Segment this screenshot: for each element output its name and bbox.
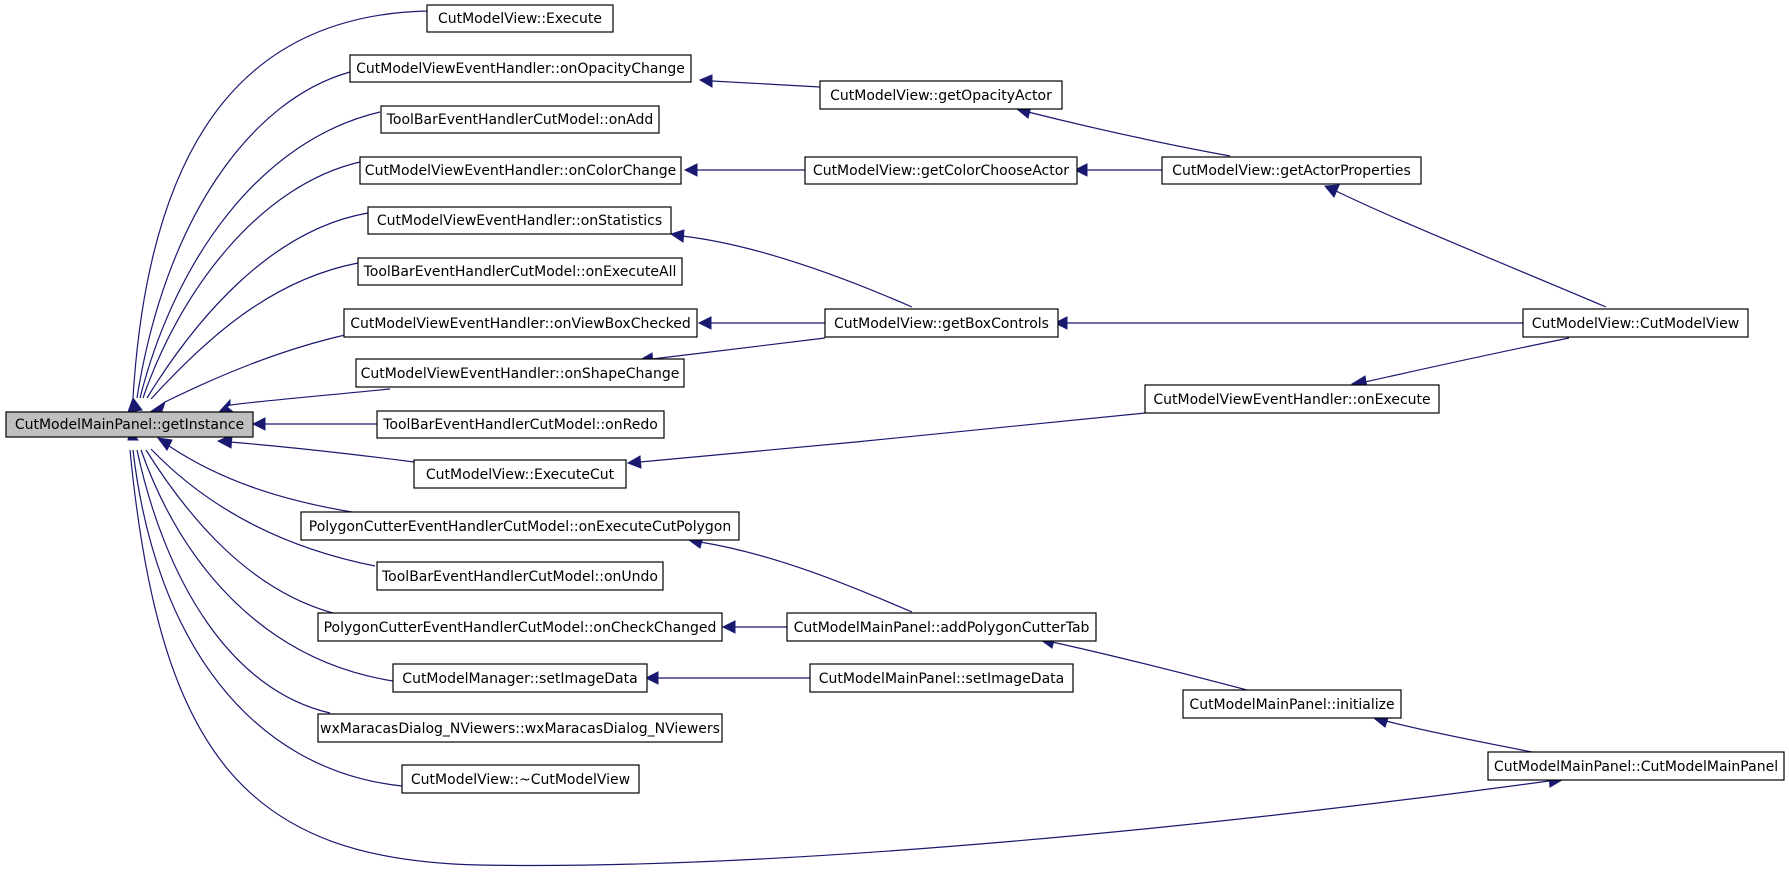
node-label: CutModelView::~CutModelView <box>411 772 630 788</box>
edge-oncheckchanged-to-getinstance <box>145 449 334 614</box>
node-getactorproperties[interactable]: CutModelView::getActorProperties <box>1161 156 1422 185</box>
node-label: CutModelViewEventHandler::onColorChange <box>365 163 676 179</box>
edge-oncolorchange-to-getinstance <box>142 161 361 399</box>
node-oncheckchanged[interactable]: PolygonCutterEventHandlerCutModel::onChe… <box>317 612 723 642</box>
node-panelsetimagedata[interactable]: CutModelMainPanel::setImageData <box>809 663 1074 693</box>
call-graph-nodes: CutModelMainPanel::getInstance CutModelV… <box>5 4 1785 794</box>
edge-onexecutecutpolygon-to-getinstance <box>168 445 353 513</box>
node-label: CutModelViewEventHandler::onOpacityChang… <box>356 61 685 77</box>
node-label: CutModelMainPanel::initialize <box>1189 697 1394 713</box>
node-onshapechange[interactable]: CutModelViewEventHandler::onShapeChange <box>355 358 685 388</box>
edge-initialize-to-addpolygoncuttertab <box>1051 641 1248 691</box>
arrowhead <box>156 437 173 451</box>
edge-mgrsetimagedata-to-getinstance <box>140 449 394 682</box>
edge-cutmodelmainpanel-to-initialize <box>1385 720 1533 753</box>
node-label: wxMaracasDialog_NViewers::wxMaracasDialo… <box>320 721 720 737</box>
node-label: CutModelManager::setImageData <box>402 671 637 687</box>
node-cutmodelmainpanel-constructor[interactable]: CutModelMainPanel::CutModelMainPanel <box>1487 751 1785 781</box>
arrowhead <box>626 455 642 469</box>
arrowhead <box>698 74 713 88</box>
node-label: CutModelView::getOpacityActor <box>830 88 1052 104</box>
node-onundo[interactable]: ToolBarEventHandlerCutModel::onUndo <box>376 561 664 591</box>
arrowhead <box>251 417 266 431</box>
node-label: CutModelViewEventHandler::onStatistics <box>377 213 662 229</box>
node-label: ToolBarEventHandlerCutModel::onExecuteAl… <box>363 264 677 280</box>
edge-executecut-to-getinstance <box>229 441 415 463</box>
arrowhead <box>721 620 736 634</box>
node-onviewboxchecked[interactable]: CutModelViewEventHandler::onViewBoxCheck… <box>343 308 698 338</box>
node-executecut[interactable]: CutModelView::ExecuteCut <box>413 459 627 489</box>
node-cutmodelview-constructor[interactable]: CutModelView::CutModelView <box>1522 308 1749 338</box>
node-onexecuteall[interactable]: ToolBarEventHandlerCutModel::onExecuteAl… <box>357 257 683 286</box>
edge-destructor-to-getinstance <box>132 449 403 787</box>
edge-cutmodelview-to-getactorproperties <box>1335 190 1607 308</box>
node-label: CutModelMainPanel::setImageData <box>819 671 1064 687</box>
node-onstatistics[interactable]: CutModelViewEventHandler::onStatistics <box>367 206 672 235</box>
edge-getboxcontrols-to-onstatistics <box>681 235 913 308</box>
node-label: PolygonCutterEventHandlerCutModel::onChe… <box>324 620 717 636</box>
arrowhead <box>683 163 698 177</box>
arrowhead <box>1324 184 1340 198</box>
node-label: CutModelView::ExecuteCut <box>426 467 615 483</box>
node-label: CutModelView::getBoxControls <box>834 316 1049 332</box>
node-destructor[interactable]: CutModelView::~CutModelView <box>401 764 640 794</box>
edge-onexecuteall-to-getinstance <box>150 262 359 400</box>
node-label: ToolBarEventHandlerCutModel::onUndo <box>381 569 658 585</box>
node-label: CutModelView::getActorProperties <box>1172 163 1411 179</box>
node-getcolorchooseactor[interactable]: CutModelView::getColorChooseActor <box>804 156 1078 185</box>
arrowhead <box>216 434 233 449</box>
arrowhead <box>1053 316 1068 330</box>
node-root-getinstance[interactable]: CutModelMainPanel::getInstance <box>5 411 254 438</box>
node-onexecute[interactable]: CutModelViewEventHandler::onExecute <box>1144 384 1440 414</box>
edge-onopacitychange-to-getinstance <box>136 71 351 399</box>
node-onopacitychange[interactable]: CutModelViewEventHandler::onOpacityChang… <box>349 54 692 83</box>
edge-getopacityactor-to-onopacitychange <box>711 80 821 88</box>
node-label: PolygonCutterEventHandlerCutModel::onExe… <box>309 519 731 535</box>
node-getboxcontrols[interactable]: CutModelView::getBoxControls <box>824 308 1059 338</box>
node-label: CutModelView::Execute <box>438 11 602 27</box>
edge-onstatistics-to-getinstance <box>146 212 369 399</box>
edge-execute-to-getinstance <box>132 10 428 399</box>
edge-getboxcontrols-to-onshapechange <box>651 337 826 360</box>
node-label: CutModelView::getColorChooseActor <box>813 163 1069 179</box>
edge-cutmodelview-to-onexecute <box>1364 337 1570 383</box>
edge-wxmaracas-to-getinstance <box>136 449 331 714</box>
node-execute[interactable]: CutModelView::Execute <box>426 4 614 33</box>
edge-onadd-to-getinstance <box>139 111 381 399</box>
arrowhead <box>669 229 685 243</box>
node-label: CutModelViewEventHandler::onExecute <box>1153 392 1430 408</box>
node-onadd[interactable]: ToolBarEventHandlerCutModel::onAdd <box>380 105 660 134</box>
call-graph-edges <box>129 10 1607 867</box>
node-wxmaracas[interactable]: wxMaracasDialog_NViewers::wxMaracasDialo… <box>317 713 723 743</box>
node-label: ToolBarEventHandlerCutModel::onRedo <box>382 417 658 433</box>
node-label: CutModelMainPanel::CutModelMainPanel <box>1494 759 1778 775</box>
node-mgrsetimagedata[interactable]: CutModelManager::setImageData <box>392 663 648 693</box>
edge-getactorproperties-to-getopacityactor <box>1027 111 1231 157</box>
node-getopacityactor[interactable]: CutModelView::getOpacityActor <box>819 80 1063 110</box>
node-oncolorchange[interactable]: CutModelViewEventHandler::onColorChange <box>359 156 682 185</box>
node-label: CutModelViewEventHandler::onViewBoxCheck… <box>350 316 691 332</box>
arrowhead <box>1073 163 1088 177</box>
node-addpolygoncuttertab[interactable]: CutModelMainPanel::addPolygonCutterTab <box>786 612 1097 642</box>
edge-onundo-to-getinstance <box>150 448 376 567</box>
arrowhead <box>697 316 712 330</box>
edge-onviewboxchecked-to-getinstance <box>164 334 346 403</box>
edge-addpolygoncuttertab-to-onexecutecutpolygon <box>699 541 913 613</box>
node-label: CutModelMainPanel::getInstance <box>15 417 244 433</box>
node-label: CutModelMainPanel::addPolygonCutterTab <box>794 620 1090 636</box>
node-initialize[interactable]: CutModelMainPanel::initialize <box>1182 689 1402 719</box>
node-label: CutModelViewEventHandler::onShapeChange <box>361 366 680 382</box>
node-label: ToolBarEventHandlerCutModel::onAdd <box>386 112 654 128</box>
edge-onexecute-to-executecut <box>639 412 1146 463</box>
edge-cutmodelmainpanel-to-getinstance <box>129 449 1550 867</box>
node-label: CutModelView::CutModelView <box>1532 316 1739 332</box>
node-onexecutecutpolygon[interactable]: PolygonCutterEventHandlerCutModel::onExe… <box>300 511 740 541</box>
arrowhead <box>127 396 143 413</box>
arrowhead <box>644 671 659 685</box>
arrowhead <box>218 398 234 412</box>
node-onredo[interactable]: ToolBarEventHandlerCutModel::onRedo <box>376 410 665 439</box>
edge-onshapechange-to-getinstance <box>229 388 391 406</box>
